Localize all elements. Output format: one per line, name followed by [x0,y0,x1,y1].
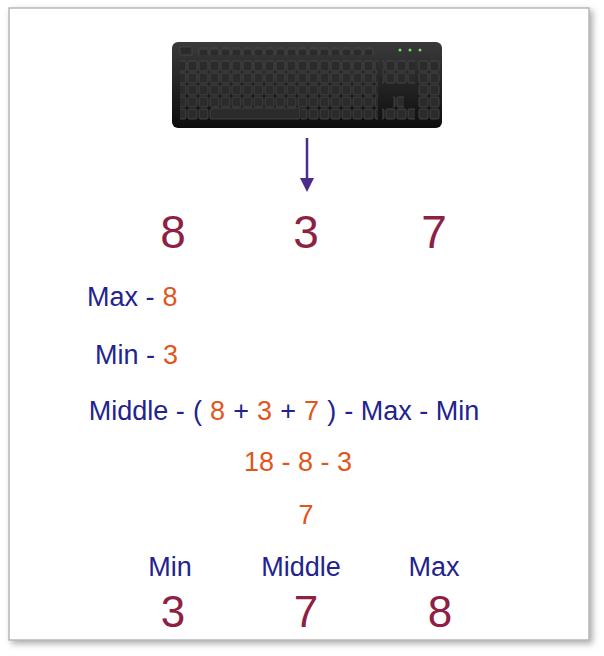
text-row: 18 - 8 - 3 [244,448,352,478]
main-keys [180,60,378,108]
sorted-number: 7 [294,588,318,636]
status-light [409,49,412,52]
arrow-key-up [393,96,404,108]
input-number: 3 [293,207,319,258]
formula-text: ( [193,397,202,427]
text-row: Max [408,553,459,583]
text-row: 3 [161,588,185,636]
bottom-keys-left [180,108,213,120]
formula-text: - Max - Min [344,397,479,427]
text-row: Min [148,553,192,583]
value-text: 7 [304,397,319,427]
text-row: Min - 3 [95,341,178,371]
value-text: 8 [163,283,178,313]
arrow-shaft [306,138,309,182]
text-row: 7 [294,588,318,636]
formula-text: ) [327,397,336,427]
function-keys [198,47,374,55]
value-text: 18 - 8 - 3 [244,448,352,478]
formula-text: Min - [95,341,155,371]
text-row: Middle - (8 +3 +7) - Max - Min [89,397,479,427]
status-light [419,49,422,52]
text-row: 3 [293,207,319,258]
arrow-keys [382,108,415,120]
value-text: 7 [298,501,313,531]
text-row: 7 [298,501,313,531]
escape-key [180,47,192,55]
text-row: 7 [421,207,447,258]
text-row: Middle [261,553,341,583]
formula-text: Max - [87,283,155,313]
space-bar [212,108,300,119]
status-light [399,49,402,52]
input-number: 8 [160,207,186,258]
sorted-number: 8 [428,588,452,636]
position-heading: Max [408,553,459,583]
input-number: 7 [421,207,447,258]
sorted-number: 3 [161,588,185,636]
navigation-keys [382,60,415,84]
position-heading: Middle [261,553,341,583]
value-text: 8 [210,397,225,427]
input-arrow [300,138,314,192]
keyboard-body [172,42,442,128]
text-row: Max - 8 [87,283,178,313]
picture-frame [9,8,589,640]
bottom-keys-right [301,108,378,120]
keyboard-illustration [172,42,442,128]
arrow-head [300,178,314,192]
numpad-keys [418,60,440,120]
value-text: 3 [163,341,178,371]
formula-text: Middle - [89,397,185,427]
text-row: 8 [160,207,186,258]
formula-text: + [233,397,249,427]
position-heading: Min [148,553,192,583]
value-text: 3 [257,397,272,427]
formula-text: + [280,397,296,427]
text-row: 8 [428,588,452,636]
